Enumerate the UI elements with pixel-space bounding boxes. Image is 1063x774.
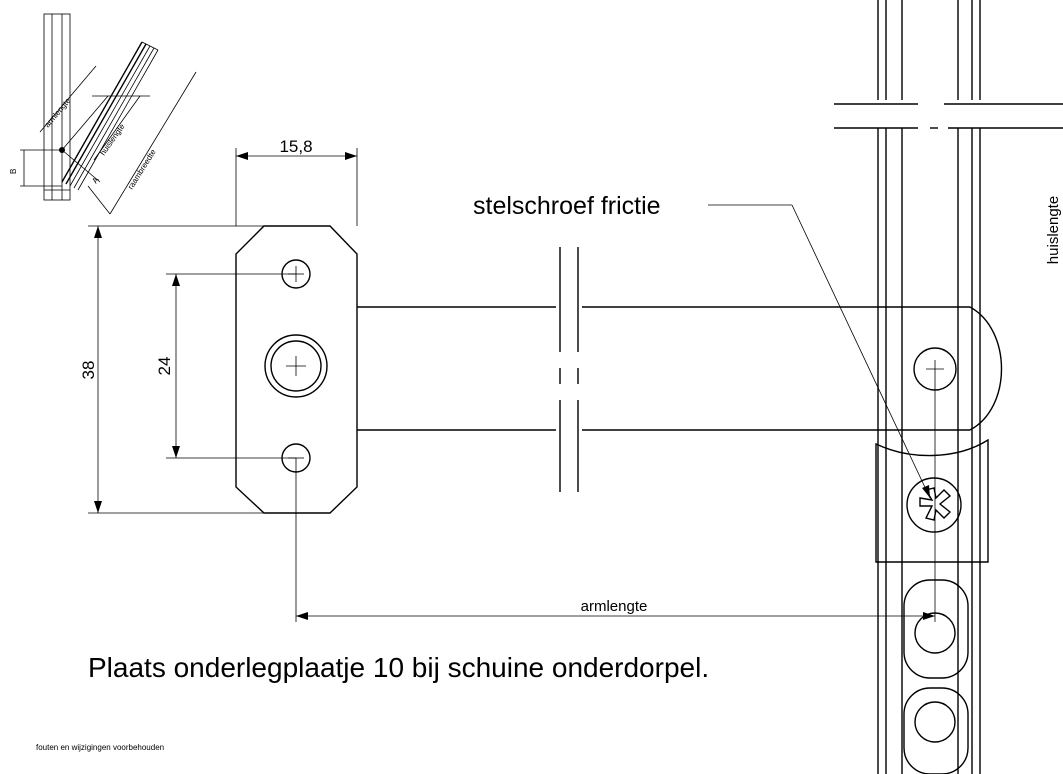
friction-screw-icon (906, 477, 962, 533)
dim-height-outer: 38 (79, 361, 98, 380)
rail-slot-1-hole (914, 612, 956, 654)
callout-friction-screw: stelschroef frictie (473, 192, 931, 499)
footer-disclaimer: fouten en wijzigingen voorbehouden (36, 743, 164, 752)
dim-hole-spacing: 24 (155, 357, 174, 376)
mounting-plate (235, 225, 358, 622)
plate-outline (235, 225, 358, 514)
inset-label-b: B (9, 169, 18, 174)
inset-label-a: A (90, 175, 101, 185)
inset-sash (61, 41, 159, 191)
housing-rail (834, 0, 1063, 774)
rail-slot-1 (903, 579, 969, 679)
inset-label-huislengte: huislengte (98, 122, 127, 157)
rail-slot-2 (903, 687, 969, 774)
inset-sketch: armlengte huislengte raambreedte A B (9, 13, 197, 215)
rail-slot-2-hole (914, 701, 956, 743)
inset-label-armlengte: armlengte (43, 96, 73, 129)
arm (357, 247, 1003, 622)
installation-note: Plaats onderlegplaatje 10 bij schuine on… (88, 652, 709, 683)
plate-boss-outer (264, 334, 328, 398)
arm-break-symbol (559, 247, 579, 492)
dim-house-length: huislengte (1045, 196, 1062, 264)
inset-label-raambreedte: raambreedte (126, 147, 158, 191)
inset-frame (43, 13, 71, 201)
plate-boss-inner (270, 340, 322, 392)
callout-label: stelschroef frictie (473, 192, 661, 220)
dim-arm-length: armlengte (581, 598, 648, 615)
friction-block (875, 438, 989, 563)
dim-width-top: 15,8 (279, 137, 312, 156)
dimensions: 15,8 38 24 armlengte huislengte (79, 137, 1062, 620)
